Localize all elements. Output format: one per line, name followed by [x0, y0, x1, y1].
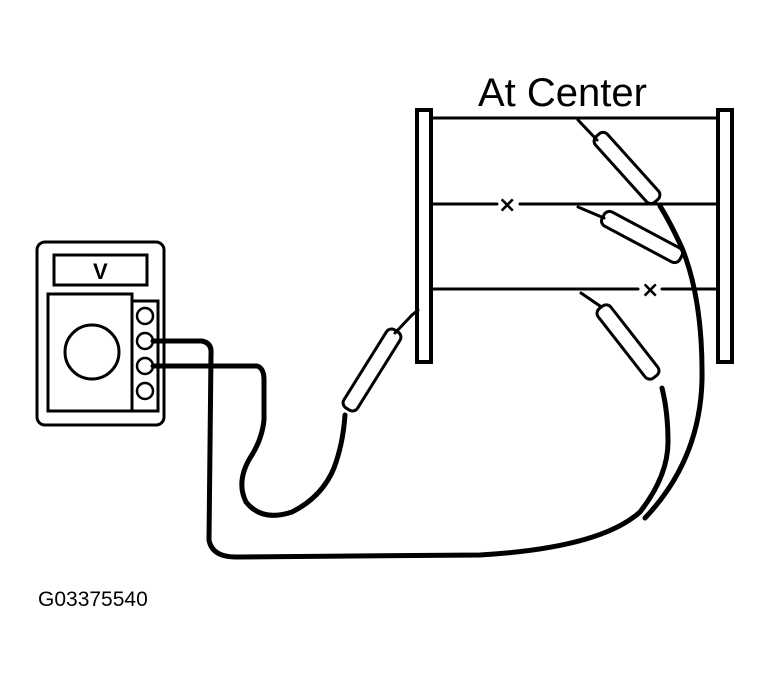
probe-left	[341, 308, 420, 413]
meter-display-unit: V	[93, 259, 108, 284]
probe-bottom	[579, 291, 661, 381]
meter-jack-1	[135, 306, 155, 326]
probe-middle	[576, 205, 684, 265]
return-wire	[150, 338, 671, 560]
open-circuit-mark-1: ×	[498, 193, 516, 218]
left-post	[415, 108, 433, 364]
multimeter: V	[35, 240, 166, 427]
probe-top	[576, 118, 662, 206]
meter-display	[52, 253, 149, 287]
right-post	[716, 108, 734, 364]
figure-code: G03375540	[38, 588, 148, 611]
open-circuit-mark-2: ×	[641, 278, 659, 303]
meter-jack-4	[135, 381, 155, 401]
upper-probe-wire	[642, 203, 705, 521]
left-probe-wire	[150, 363, 348, 518]
connector-frame	[415, 108, 734, 364]
meter-dial	[63, 323, 121, 381]
diagram-title: At Center	[478, 71, 647, 115]
